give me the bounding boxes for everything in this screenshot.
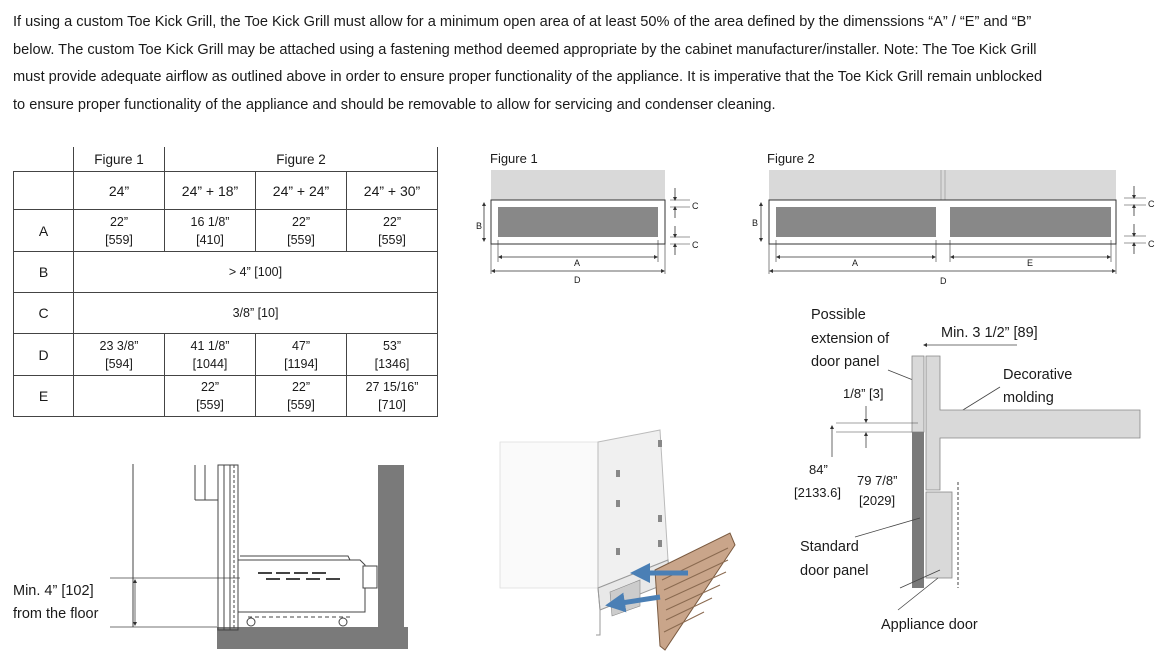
dim-a-label: A <box>574 258 580 268</box>
table-cell: 27 15/16”[710] <box>346 375 438 417</box>
cabinet-face <box>491 170 665 200</box>
grill-install-illustration <box>499 429 736 651</box>
dim-d-label: D <box>574 275 581 285</box>
standard-door-panel-line1: Standard <box>800 539 859 555</box>
door-panel-extension <box>911 355 925 433</box>
possible-extension-line1: Possible <box>811 307 866 323</box>
appliance-door-label: Appliance door <box>881 617 978 633</box>
cabinet-wall <box>378 465 404 627</box>
figure2-title: Figure 2 <box>767 151 815 166</box>
decorative-molding-line2: molding <box>1003 390 1054 406</box>
instructions-paragraph: If using a custom Toe Kick Grill, the To… <box>13 9 1153 119</box>
row-label-b: B <box>13 251 74 293</box>
row-label-c: C <box>13 292 74 334</box>
dim-e-label: E <box>1027 258 1033 268</box>
table-cell: > 4” [100] <box>73 251 438 293</box>
dimension-table: Figure 1 Figure 2 24” 24” + 18” 24” + 24… <box>13 147 438 417</box>
figure1-title: Figure 1 <box>490 151 538 166</box>
standard-door-panel <box>912 432 924 588</box>
toe-kick-grill <box>654 532 736 651</box>
height-84-metric: [2133.6] <box>794 485 841 500</box>
min-gap-label: Min. 3 1/2” [89] <box>941 325 1038 341</box>
paragraph-line: If using a custom Toe Kick Grill, the To… <box>13 14 1032 30</box>
table-cell: 53”[1346] <box>346 333 438 376</box>
decorative-molding-line1: Decorative <box>1003 367 1072 383</box>
paragraph-line: to ensure proper functionality of the ap… <box>13 96 776 113</box>
header-cell: 24” + 24” <box>255 171 347 210</box>
dim-a-label: A <box>852 258 858 268</box>
table-cell <box>73 375 165 417</box>
airflow-arrow <box>605 592 661 613</box>
possible-extension-line3: door panel <box>811 354 880 370</box>
figure2-diagram: Figure 2 B C C A E D <box>752 151 1155 286</box>
dim-b-label: B <box>476 221 482 231</box>
grill-open-area-right <box>950 207 1111 237</box>
cabinet-face <box>769 170 1116 200</box>
min-height-line2: from the floor <box>13 606 99 622</box>
decorative-molding <box>925 355 1141 491</box>
dim-c-top-label: C <box>692 201 699 211</box>
door-section-diagram: Possible extension of door panel Min. 3 … <box>794 307 1141 633</box>
table-cell: 22”[559] <box>255 209 347 252</box>
dim-c-bottom-label: C <box>1148 239 1155 249</box>
table-figure1-label: Figure 1 <box>73 147 165 172</box>
table-cell: 22”[559] <box>255 375 347 417</box>
grill-open-area <box>498 207 658 237</box>
eighth-inch-label: 1/8” [3] <box>843 386 883 401</box>
paragraph-line: below. The custom Toe Kick Grill may be … <box>13 41 1037 58</box>
height-84-label: 84” <box>809 462 828 477</box>
dim-d-label: D <box>940 276 947 286</box>
height-79-label: 79 7/8” <box>857 473 897 488</box>
dim-b-label: B <box>752 218 758 228</box>
dim-c-top-label: C <box>1148 199 1155 209</box>
grill-open-area-left <box>776 207 936 237</box>
floor <box>217 627 408 649</box>
height-79-metric: [2029] <box>859 493 895 508</box>
appliance-door <box>925 491 953 579</box>
possible-extension-line2: extension of <box>811 331 890 347</box>
table-cell: 22”[559] <box>164 375 256 417</box>
table-cell: 16 1/8”[410] <box>164 209 256 252</box>
table-cell: 22”[559] <box>73 209 165 252</box>
dim-c-bottom-label: C <box>692 240 699 250</box>
side-view-diagram: Min. 4” [102] from the floor <box>13 464 408 649</box>
min-height-line1: Min. 4” [102] <box>13 583 94 599</box>
paragraph-line: must provide adequate airflow as outline… <box>13 69 1043 85</box>
figure1-diagram: Figure 1 B C C A D <box>476 151 699 285</box>
standard-door-panel-line2: door panel <box>800 563 869 579</box>
